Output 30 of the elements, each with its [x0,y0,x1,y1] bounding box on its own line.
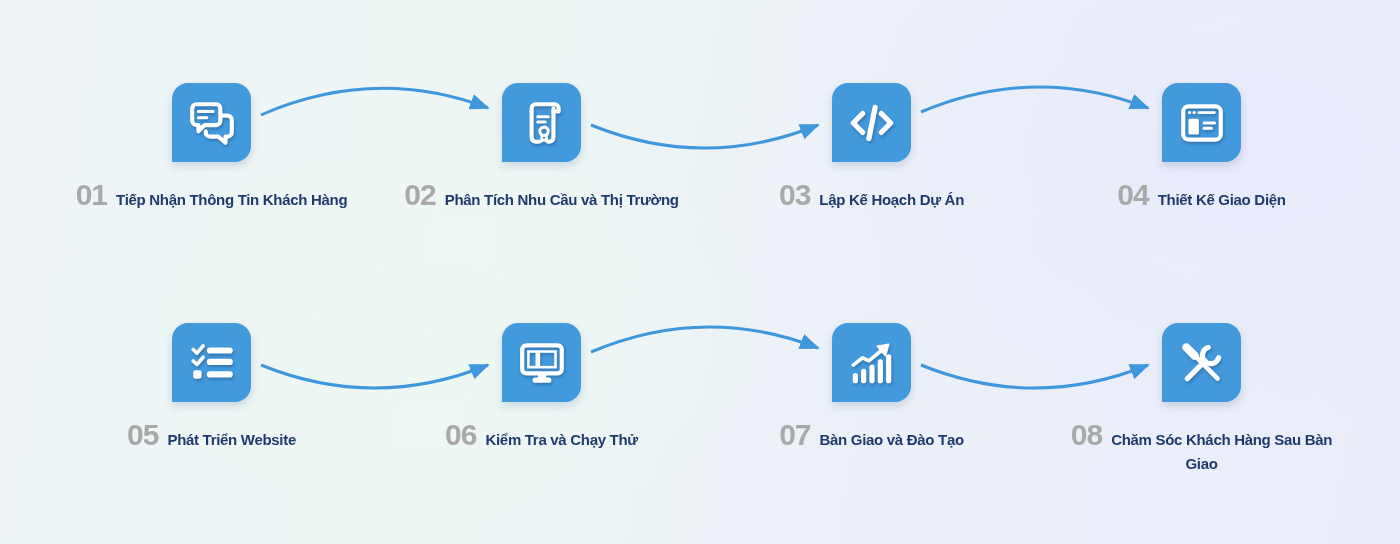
step-number: 08 [1070,418,1103,451]
step-tile [832,323,911,402]
step-title: Bàn Giao và Đào Tạo [819,431,964,448]
step-number: 06 [445,418,477,451]
step-tile [502,83,581,162]
step-tile [1162,323,1241,402]
step-number: 03 [779,178,811,211]
step-title: Chăm Sóc Khách Hàng Sau Bàn Giao [1111,431,1333,472]
curved-arrow [920,85,1150,114]
curved-arrow [260,363,490,390]
step-title: Lập Kế Hoạch Dự Án [819,191,964,208]
step-tile [172,83,251,162]
curved-arrow [260,87,490,117]
step-number: 05 [127,418,159,451]
step-tile [172,323,251,402]
step-title: Thiết Kế Giao Diện [1157,191,1286,208]
step-tile [1162,83,1241,162]
curved-arrow [590,123,820,150]
curved-arrow [590,325,820,354]
step-tile [502,323,581,402]
step-number: 01 [75,178,108,211]
step-number: 04 [1117,178,1149,211]
step-title: Kiểm Tra và Chạy Thử [485,431,638,448]
step-number: 02 [404,178,436,211]
step-number: 07 [779,418,811,451]
step-title: Phát Triển Website [167,431,296,448]
step-title: Tiếp Nhận Thông Tin Khách Hàng [116,191,348,208]
curved-arrow [920,363,1150,390]
step-tile [832,83,911,162]
step-title: Phân Tích Nhu Cầu và Thị Trường [444,191,679,208]
